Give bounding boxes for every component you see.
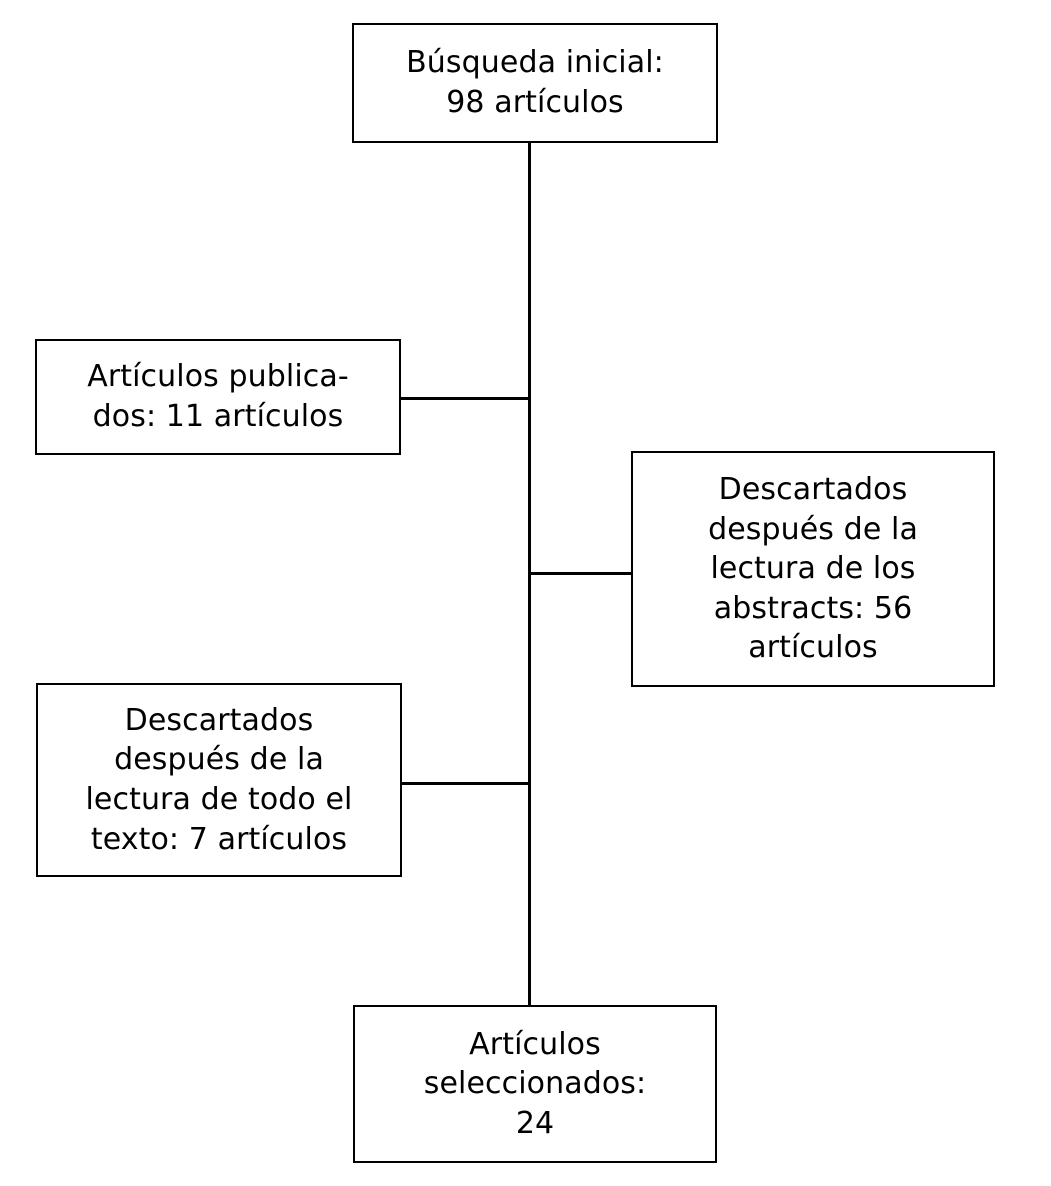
- connector-to-published: [399, 397, 530, 400]
- node-initial-search-label: Búsqueda inicial: 98 artículos: [406, 45, 664, 120]
- node-published-articles-label: Artículos publica- dos: 11 artículos: [87, 359, 349, 434]
- node-discarded-after-abstracts: Descartados después de la lectura de los…: [631, 451, 995, 687]
- node-discarded-after-fulltext-label: Descartados después de la lectura de tod…: [85, 702, 353, 857]
- node-published-articles: Artículos publica- dos: 11 artículos: [35, 339, 401, 455]
- node-discarded-after-abstracts-label: Descartados después de la lectura de los…: [708, 472, 918, 666]
- connector-to-discarded-fulltext: [400, 782, 530, 785]
- node-initial-search: Búsqueda inicial: 98 artículos: [352, 23, 718, 143]
- node-discarded-after-fulltext: Descartados después de la lectura de tod…: [36, 683, 402, 877]
- connector-to-discarded-abstracts: [528, 572, 633, 575]
- node-selected-articles: Artículos seleccionados: 24: [353, 1005, 717, 1163]
- node-selected-articles-label: Artículos seleccionados: 24: [423, 1026, 647, 1141]
